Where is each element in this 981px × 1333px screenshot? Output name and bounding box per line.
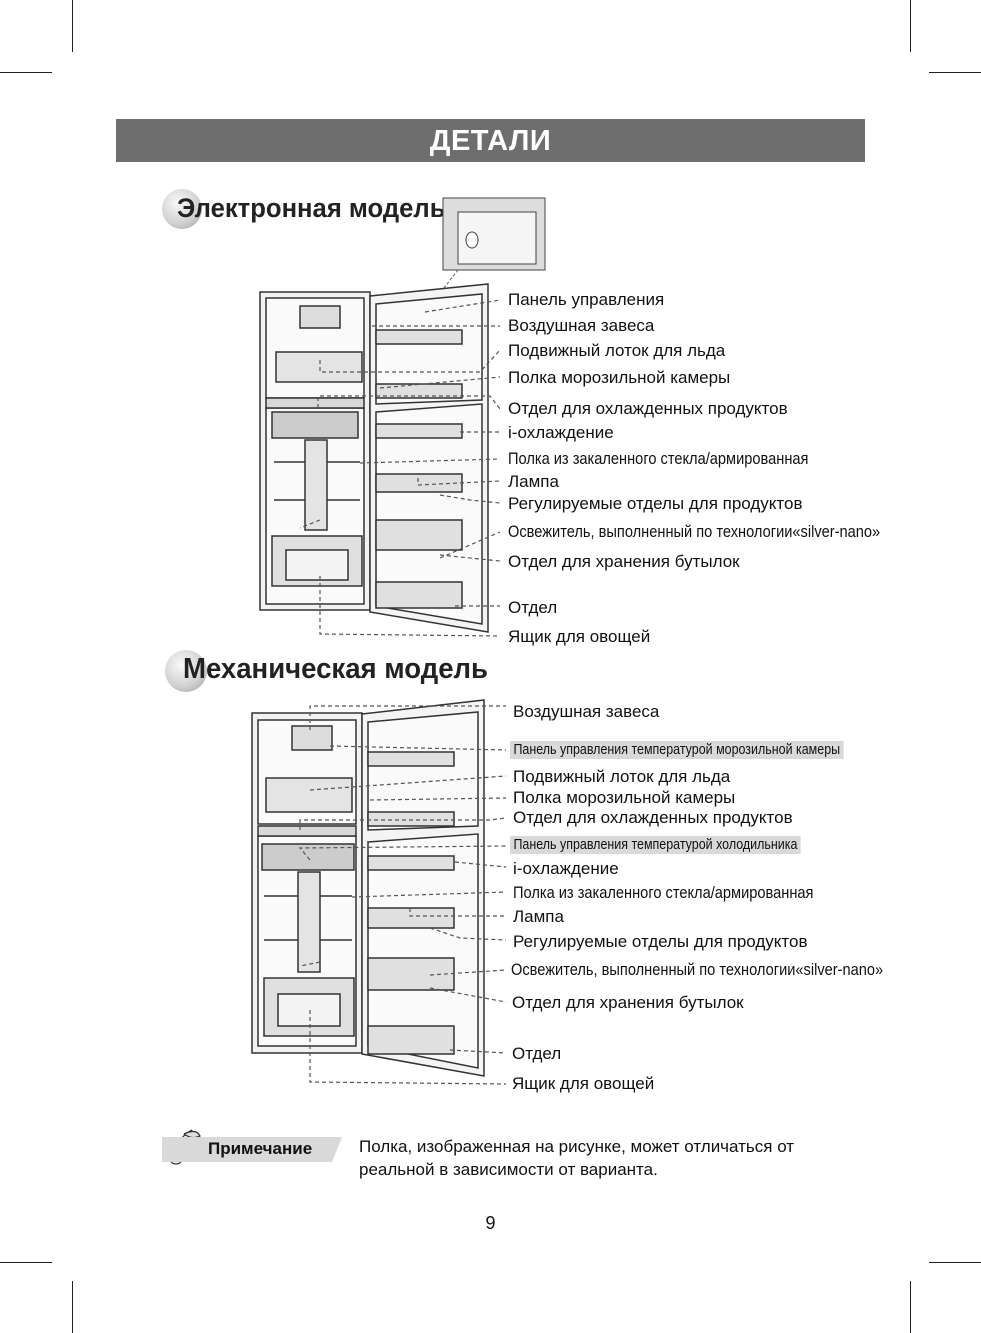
label-vegetable-drawer: Ящик для овощей [512,1074,655,1093]
crop-mark [910,0,911,52]
electronic-model-title: Электронная модель [177,193,446,223]
label-compartment: Отдел [508,598,558,617]
label-air-curtain: Воздушная завеса [513,702,660,721]
label-bottle-storage: Отдел для хранения бутылок [508,552,740,571]
fridge-cabinet-mechanical [251,712,363,1054]
label-vegetable-drawer: Ящик для овощей [508,627,651,646]
crop-mark [910,1281,911,1333]
note-text: Полка, изображенная на рисунке, может от… [359,1137,795,1179]
crop-mark [929,1262,981,1263]
label-air-curtain: Воздушная завеса [508,316,655,335]
label-silver-nano: Освежитель, выполненный по технологии«si… [511,960,884,979]
label-compartment: Отдел [512,1044,562,1063]
label-i-cooling: i-охлаждение [513,859,619,878]
label-lamp: Лампа [513,907,564,926]
note-label: Примечание [208,1139,313,1158]
crop-mark [72,1281,73,1333]
label-lamp: Лампа [508,472,559,491]
mechanical-model-title: Механическая модель [183,653,488,685]
fridge-cabinet-electronic [259,291,371,611]
label-adjustable-bins: Регулируемые отделы для продуктов [513,932,808,951]
crop-mark [929,72,981,73]
section-bullet-icon [162,189,202,229]
control-panel-inset [424,197,546,313]
fridge-door-mechanical [361,699,485,1077]
label-silver-nano: Освежитель, выполненный по технологии«si… [508,522,881,541]
label-glass-shelf: Полка из закаленного стекла/армированная [508,449,809,468]
section-bullet-icon [165,650,207,692]
header-bar: ДЕТАЛИ [116,119,865,162]
leader-lines-mechanical [298,705,507,1085]
label-fridge-temp-panel: Панель управления температурой холодильн… [510,836,801,854]
leader-lines-electronic [299,299,501,637]
label-chilled-compartment: Отдел для охлажденных продуктов [513,808,793,827]
page-number: 9 [485,1213,496,1233]
label-ice-tray: Подвижный лоток для льда [508,341,726,360]
crop-mark [0,72,52,73]
label-adjustable-bins: Регулируемые отделы для продуктов [508,494,803,513]
label-bottle-storage: Отдел для хранения бутылок [512,993,744,1012]
label-ice-tray: Подвижный лоток для льда [513,767,731,786]
crop-mark [0,1262,52,1263]
label-freezer-shelf: Полка морозильной камеры [513,788,736,807]
crop-mark [72,0,73,52]
label-control-panel: Панель управления [508,290,665,309]
note-label-bg [162,1137,342,1162]
label-chilled-compartment: Отдел для охлажденных продуктов [508,399,788,418]
label-freezer-shelf: Полка морозильной камеры [508,368,731,387]
label-glass-shelf: Полка из закаленного стекла/армированная [513,883,814,902]
fridge-door-electronic [369,283,489,633]
label-i-cooling: i-охлаждение [508,423,614,442]
label-freezer-temp-panel: Панель управления температурой морозильн… [510,741,844,759]
page-title: ДЕТАЛИ [429,125,552,157]
